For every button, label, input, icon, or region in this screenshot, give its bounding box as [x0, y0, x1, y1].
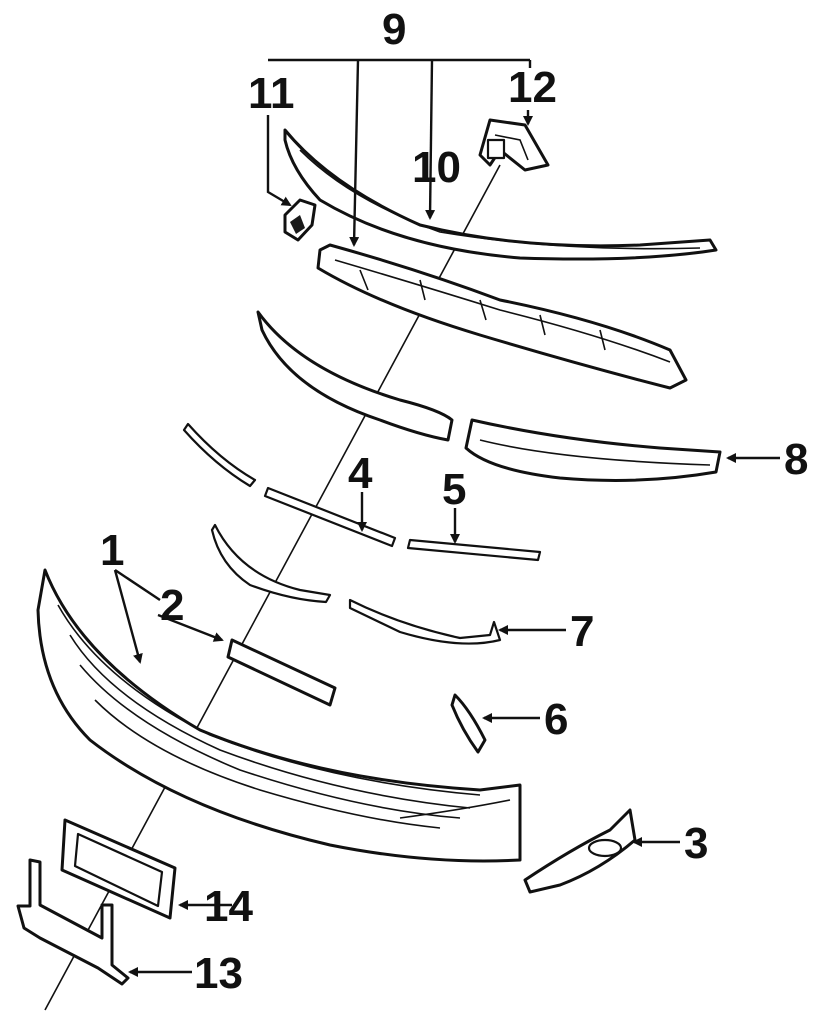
leader-1-second — [114, 569, 161, 601]
leader-9-right — [425, 59, 436, 220]
leader-1 — [113, 569, 143, 664]
part-13-bracket — [16, 858, 130, 986]
callout-3: 3 — [684, 819, 708, 868]
leader-11 — [266, 115, 292, 207]
callout-8: 8 — [784, 435, 808, 484]
part-12-bracket — [478, 118, 550, 172]
callout-13: 13 — [194, 949, 243, 998]
callout-6: 6 — [544, 695, 568, 744]
callout-14: 14 — [204, 882, 253, 931]
part-7-lower-molding — [210, 523, 502, 645]
part-6-marker — [450, 693, 487, 754]
part-9-reinforcement — [316, 243, 688, 390]
part-10-upper-strip — [283, 128, 718, 261]
part-2-bracket — [226, 638, 337, 707]
part-3-bezel — [523, 808, 637, 894]
callout-2: 2 — [160, 581, 184, 630]
callout-5: 5 — [442, 465, 466, 514]
part-11-clip — [283, 198, 317, 242]
leader-2 — [157, 613, 224, 642]
part-14-plate-frame — [60, 818, 177, 920]
callout-1: 1 — [100, 526, 124, 575]
callout-7: 7 — [570, 607, 594, 656]
callout-11: 11 — [248, 69, 295, 118]
part-8-upper-fascia — [256, 310, 722, 482]
callout-9: 9 — [382, 5, 406, 54]
part-1-bumper-cover — [36, 568, 522, 863]
callout-10: 10 — [412, 143, 461, 192]
callout-12: 12 — [508, 63, 557, 112]
callout-4: 4 — [348, 449, 373, 498]
leader-9-left — [349, 59, 360, 247]
